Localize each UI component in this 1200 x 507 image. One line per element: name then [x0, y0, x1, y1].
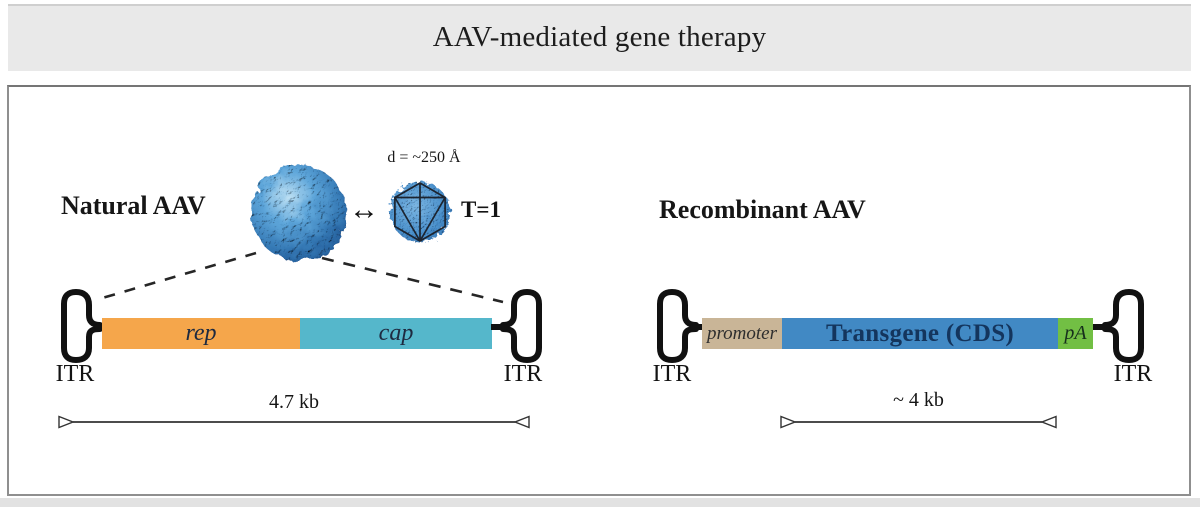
rep-gene-segment: rep: [102, 318, 300, 349]
promoter-segment: promoter: [702, 318, 782, 349]
size-scale-bar: [780, 415, 1057, 429]
cap-gene-segment: cap: [300, 318, 492, 349]
genome-size-label: 4.7 kb: [269, 391, 319, 413]
cassette-size-label: ~ 4 kb: [893, 389, 944, 411]
recombinant-genome-bar: promoter Transgene (CDS) pA: [702, 318, 1093, 349]
dashed-connector-lines: [98, 251, 504, 304]
equivalence-arrow-icon: ↔: [349, 193, 379, 226]
capsid-diameter-label: d = ~250 Å: [387, 149, 461, 166]
figure-title: AAV-mediated gene therapy: [432, 21, 767, 53]
itr-label-left: ITR: [55, 361, 95, 387]
polya-label: pA: [1064, 322, 1087, 344]
aav-capsid-wireframe-icon: [390, 182, 450, 242]
natural-aav-heading: Natural AAV: [61, 191, 206, 220]
itr-label-right: ITR: [1113, 361, 1153, 387]
triangulation-number-label: T=1: [461, 197, 501, 222]
rep-gene-label: rep: [185, 320, 217, 346]
figure-bottom-edge: [0, 498, 1200, 507]
natural-genome-bar: rep cap: [102, 318, 492, 349]
promoter-label: promoter: [706, 322, 778, 344]
transgene-label: Transgene (CDS): [825, 319, 1015, 347]
transgene-segment: Transgene (CDS): [782, 318, 1058, 349]
figure-title-bar: AAV-mediated gene therapy: [8, 4, 1191, 71]
size-scale-bar: [58, 415, 530, 429]
polya-segment: pA: [1058, 318, 1093, 349]
itr-hairpin-icon: [657, 289, 708, 363]
itr-hairpin-icon: [1093, 289, 1144, 363]
figure-panel: Natural AAV ↔ d = ~250 Å: [7, 85, 1191, 496]
itr-label-right: ITR: [503, 361, 543, 387]
aav-capsid-3d-icon: [251, 165, 347, 261]
itr-hairpin-icon: [491, 289, 542, 363]
itr-label-left: ITR: [652, 361, 692, 387]
recombinant-aav-heading: Recombinant AAV: [659, 195, 866, 224]
cap-gene-label: cap: [378, 320, 414, 346]
